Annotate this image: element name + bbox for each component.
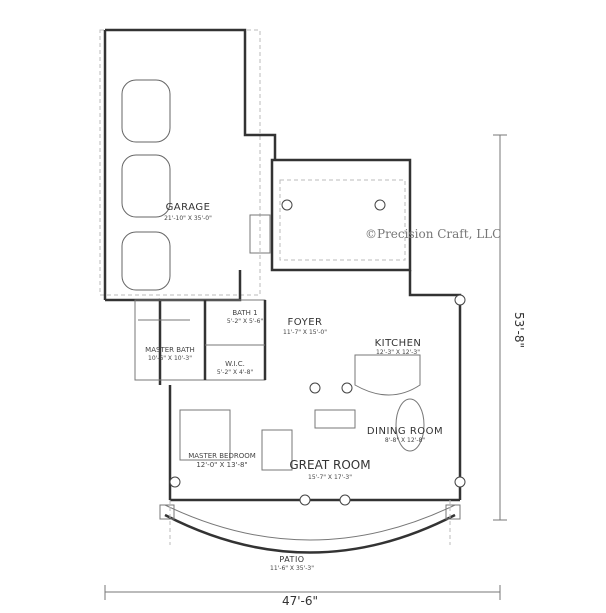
width-dimension: 47'-6" bbox=[282, 594, 318, 608]
main-house bbox=[134, 270, 466, 506]
foyer-label: FOYER bbox=[288, 317, 323, 328]
car bbox=[121, 231, 171, 291]
kitchen-size: 12'-3" X 12'-3" bbox=[376, 349, 420, 356]
car bbox=[121, 79, 171, 143]
master-bedroom-label: MASTER BEDROOM bbox=[188, 452, 256, 460]
master-bath-size: 10'-6" X 10'-3" bbox=[148, 355, 192, 362]
entry-porch bbox=[270, 158, 412, 272]
bath1-size: 5'-2" X 5'-6" bbox=[227, 318, 264, 325]
foyer-size: 11'-7" X 15'-0" bbox=[283, 329, 327, 336]
bed bbox=[179, 409, 231, 461]
master-bedroom-size: 12'-0" X 13'-8" bbox=[196, 461, 247, 469]
great-room-size: 15'-7" X 17'-3" bbox=[308, 474, 352, 481]
wic-label: W.I.C. bbox=[225, 360, 245, 368]
copyright-text: ©Precision Craft, LLC bbox=[365, 227, 501, 241]
master-bath-label: MASTER BATH bbox=[145, 346, 195, 354]
dining-label: DINING ROOM bbox=[367, 426, 443, 437]
patio-size: 11'-6" X 35'-3" bbox=[270, 565, 314, 572]
car bbox=[121, 154, 171, 218]
dimension-lines bbox=[104, 134, 507, 600]
kitchen-label: KITCHEN bbox=[375, 338, 422, 349]
garage-label: GARAGE bbox=[166, 202, 211, 213]
dining-table bbox=[395, 398, 425, 452]
patio-label: PATIO bbox=[279, 555, 304, 564]
fireplace bbox=[261, 429, 293, 471]
bath1-label: BATH 1 bbox=[232, 309, 257, 317]
depth-dimension: 53'-8" bbox=[512, 312, 526, 348]
kitchen-island bbox=[354, 354, 421, 396]
sofa bbox=[314, 409, 356, 429]
garage-size: 21'-10" X 35'-0" bbox=[164, 215, 212, 222]
patio-area bbox=[159, 500, 461, 554]
great-room-label: GREAT ROOM bbox=[289, 458, 370, 472]
wic-size: 5'-2" X 4'-8" bbox=[217, 369, 254, 376]
dining-size: 8'-8" X 12'-8" bbox=[385, 437, 425, 444]
garage-area bbox=[99, 28, 277, 302]
